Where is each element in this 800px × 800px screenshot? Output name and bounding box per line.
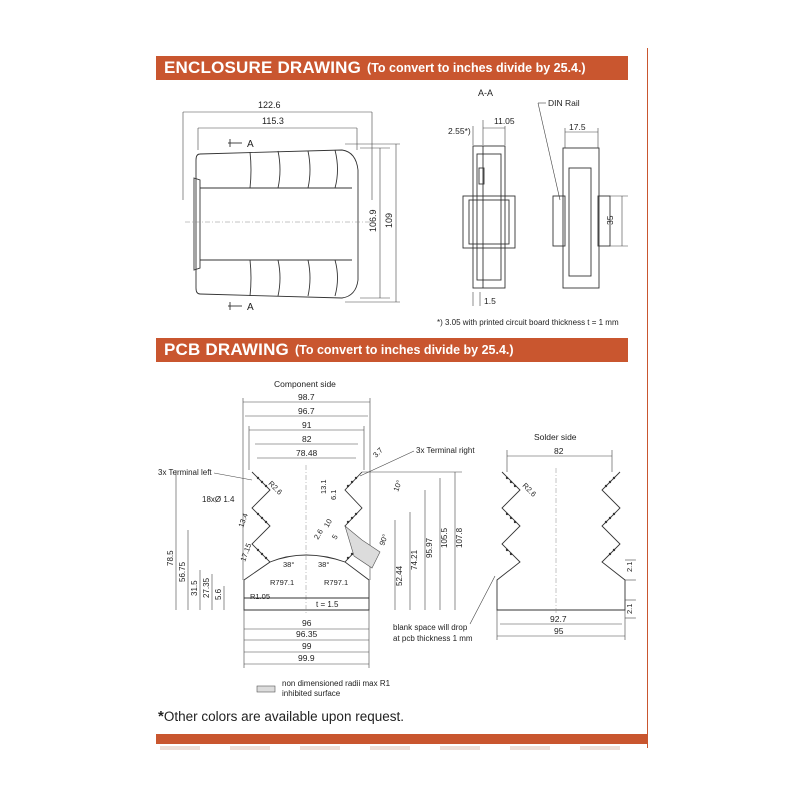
- holes-label: 18xØ 1.4: [202, 495, 235, 504]
- dim-top-98-7: 98.7: [298, 392, 315, 402]
- angle-left: 38°: [283, 560, 294, 569]
- dim-right-105-5: 105.5: [440, 527, 449, 548]
- dim-3-7: 3.7: [371, 446, 385, 460]
- solder-dim-92-7: 92.7: [550, 614, 567, 624]
- dim-17-15: 17.15: [238, 542, 253, 563]
- dim-1-5: 1.5: [484, 296, 496, 306]
- pcb-title: PCB DRAWING: [164, 340, 289, 359]
- legend-inhibited: inhibited surface: [282, 689, 341, 698]
- solder-dim-95: 95: [554, 626, 564, 636]
- dim-top-91: 91: [302, 420, 312, 430]
- dim-13-1: 13.1: [319, 479, 328, 494]
- note-star: *: [158, 708, 164, 725]
- dim-top-96-7: 96.7: [298, 406, 315, 416]
- dim-right-107-8: 107.8: [455, 527, 464, 548]
- page-margin-line: [647, 48, 648, 748]
- pcb-subtitle: (To convert to inches divide by 25.4.): [294, 343, 514, 357]
- enclosure-footnote: *) 3.05 with printed circuit board thick…: [437, 318, 619, 327]
- note-text: Other colors are available upon request.: [163, 709, 404, 724]
- dim-width-outer: 122.6: [258, 100, 281, 110]
- dim-top-78-48: 78.48: [296, 448, 318, 458]
- dim-bottom-99: 99: [302, 641, 312, 651]
- dim-left-31-5: 31.5: [190, 580, 199, 596]
- radius-right: R797.1: [324, 578, 348, 587]
- dim-6-1: 6.1: [329, 490, 338, 500]
- enclosure-title: ENCLOSURE DRAWING: [164, 58, 362, 77]
- component-side-label: Component side: [274, 379, 336, 389]
- dim-35: 35: [605, 215, 615, 225]
- dim-height-outer: 109: [384, 213, 394, 228]
- solder-dim-2-1-top: 2.1: [625, 562, 634, 572]
- terminal-left-label: 3x Terminal left: [158, 468, 212, 477]
- pcb-solder-side: Solder side 82 R2.6 2.1 2.1: [393, 432, 636, 643]
- thickness-label: t = 1.5: [316, 600, 339, 609]
- dim-left-5-6: 5.6: [214, 588, 223, 600]
- dim-right-95-97: 95.97: [425, 537, 434, 558]
- radius-left: R797.1: [270, 578, 294, 587]
- other-colors-note: *Other colors are available upon request…: [158, 708, 404, 725]
- terminal-right-label: 3x Terminal right: [416, 446, 475, 455]
- din-rail-label: DIN Rail: [548, 98, 580, 108]
- dim-height-inner: 106.9: [368, 209, 378, 232]
- angle-right: 38°: [318, 560, 329, 569]
- dim-11-05: 11.05: [494, 116, 515, 126]
- inhibited-surface-swatch: [256, 685, 276, 693]
- footer-ghost-text: [160, 746, 640, 750]
- dim-left-78-5: 78.5: [166, 550, 175, 566]
- dim-10-deg: 10°: [391, 479, 403, 493]
- dim-2-55: 2.55*): [448, 126, 471, 136]
- legend-radii: non dimensioned radii max R1: [282, 679, 391, 688]
- dim-10: 10: [322, 517, 334, 529]
- dim-width-inner: 115.3: [262, 116, 284, 126]
- solder-dim-2-1-bottom: 2.1: [625, 604, 634, 614]
- section-marker-bottom: A: [247, 302, 254, 313]
- enclosure-drawing-banner: ENCLOSURE DRAWING (To convert to inches …: [156, 56, 628, 80]
- dim-bottom-96: 96: [302, 618, 312, 628]
- dim-17-5: 17.5: [569, 122, 586, 132]
- dim-2-6-b: 2.6: [312, 527, 325, 541]
- pcb-component-side: Component side 98.7 96.7 91 82 78.48: [158, 379, 475, 668]
- solder-dim-82: 82: [554, 446, 564, 456]
- section-label: A-A: [478, 88, 493, 98]
- blank-note-line2: at pcb thickness 1 mm: [393, 634, 473, 643]
- dim-13-4: 13.4: [236, 512, 249, 529]
- enclosure-front-view: 122.6 115.3 106.9 109 A A: [182, 100, 400, 313]
- section-marker-top: A: [247, 139, 254, 150]
- legend: non dimensioned radii max R1 inhibited s…: [256, 679, 391, 698]
- dim-90-deg: 90°: [377, 533, 389, 547]
- dim-bottom-99-9: 99.9: [298, 653, 315, 663]
- pcb-drawing-banner: PCB DRAWING (To convert to inches divide…: [156, 338, 628, 362]
- dim-top-82: 82: [302, 434, 312, 444]
- solder-r2-6: R2.6: [521, 481, 539, 499]
- dim-bottom-96-35: 96.35: [296, 629, 318, 639]
- solder-side-label: Solder side: [534, 432, 577, 442]
- blank-note-line1: blank space will drop: [393, 623, 468, 632]
- dim-left-56-75: 56.75: [178, 561, 187, 582]
- radius-small: R1.05: [250, 592, 270, 601]
- dim-right-74-21: 74.21: [410, 549, 419, 570]
- section-a-a-view: A-A DIN Rail 2.55*) 11.05 1.5: [437, 88, 628, 327]
- dim-right-52-44: 52.44: [395, 565, 404, 586]
- dim-left-27-35: 27.35: [202, 577, 211, 598]
- enclosure-subtitle: (To convert to inches divide by 25.4.): [367, 61, 586, 75]
- footer-bar: [156, 734, 648, 744]
- dim-5: 5: [330, 533, 340, 541]
- dim-r2-6: R2.6: [267, 479, 285, 497]
